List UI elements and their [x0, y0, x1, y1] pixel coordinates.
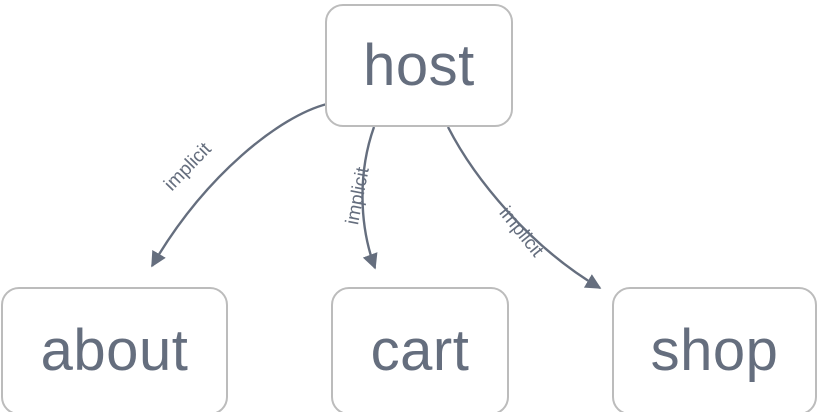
edge-host-cart [361, 126, 378, 270]
node-host[interactable]: host [325, 4, 513, 127]
node-shop[interactable]: shop [612, 287, 817, 412]
node-shop-label: shop [650, 318, 779, 383]
node-about-label: about [40, 318, 189, 383]
edge-host-about [150, 102, 328, 268]
node-about[interactable]: about [1, 287, 228, 412]
node-cart[interactable]: cart [331, 287, 509, 412]
node-host-label: host [363, 32, 475, 98]
edge-host-shop [446, 126, 602, 290]
node-cart-label: cart [370, 318, 470, 383]
